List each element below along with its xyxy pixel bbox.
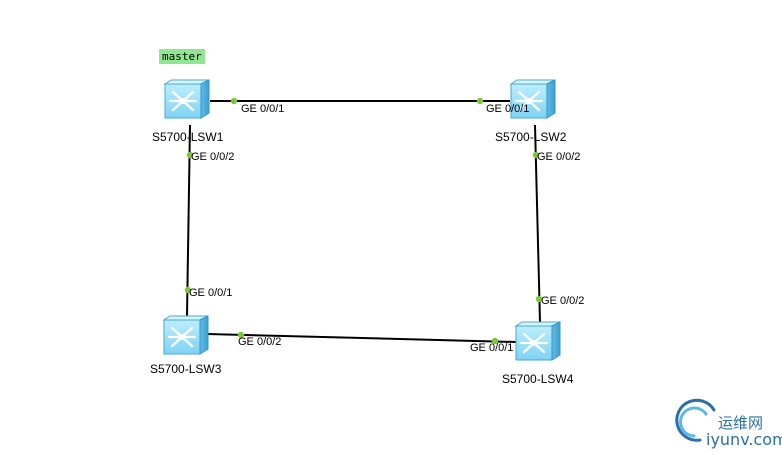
watermark-logo-icon (675, 398, 716, 442)
port-dot-lsw4-ge002 (535, 295, 543, 303)
switch-icon[interactable] (514, 320, 562, 362)
port-dot-lsw3-ge001 (184, 286, 192, 294)
port-dot-lsw4-ge001 (491, 337, 499, 345)
port-label-lsw3-ge001: GE 0/0/1 (189, 287, 233, 299)
port-label-lsw4-ge002: GE 0/0/2 (541, 295, 585, 307)
link-lsw3-lsw4[interactable] (206, 333, 517, 343)
port-label-lsw4-ge001: GE 0/0/1 (470, 342, 514, 354)
port-dot-lsw1-ge002 (186, 151, 194, 159)
port-label-lsw1-ge001: GE 0/0/1 (241, 103, 285, 115)
port-dot-lsw2-ge002 (532, 151, 540, 159)
port-dot-lsw1-ge001 (230, 97, 238, 105)
watermark-title: 运维网 (718, 414, 764, 432)
watermark-url: iyunv.com (706, 430, 782, 449)
master-tag: master (159, 49, 205, 64)
switch-icon[interactable] (163, 78, 211, 120)
device-label-lsw1: S5700-LSW1 (152, 130, 224, 144)
port-label-lsw2-ge002: GE 0/0/2 (537, 151, 581, 163)
device-label-lsw3: S5700-LSW3 (150, 362, 222, 376)
switch-icon[interactable] (162, 314, 210, 356)
port-dot-lsw3-ge002 (237, 331, 245, 339)
device-label-lsw2: S5700-LSW2 (495, 130, 567, 144)
port-dot-lsw2-ge001 (476, 97, 484, 105)
port-label-lsw2-ge001: GE 0/0/1 (486, 103, 530, 115)
device-label-lsw4: S5700-LSW4 (502, 372, 574, 386)
port-label-lsw3-ge002: GE 0/0/2 (238, 336, 282, 348)
port-label-lsw1-ge002: GE 0/0/2 (191, 151, 235, 163)
